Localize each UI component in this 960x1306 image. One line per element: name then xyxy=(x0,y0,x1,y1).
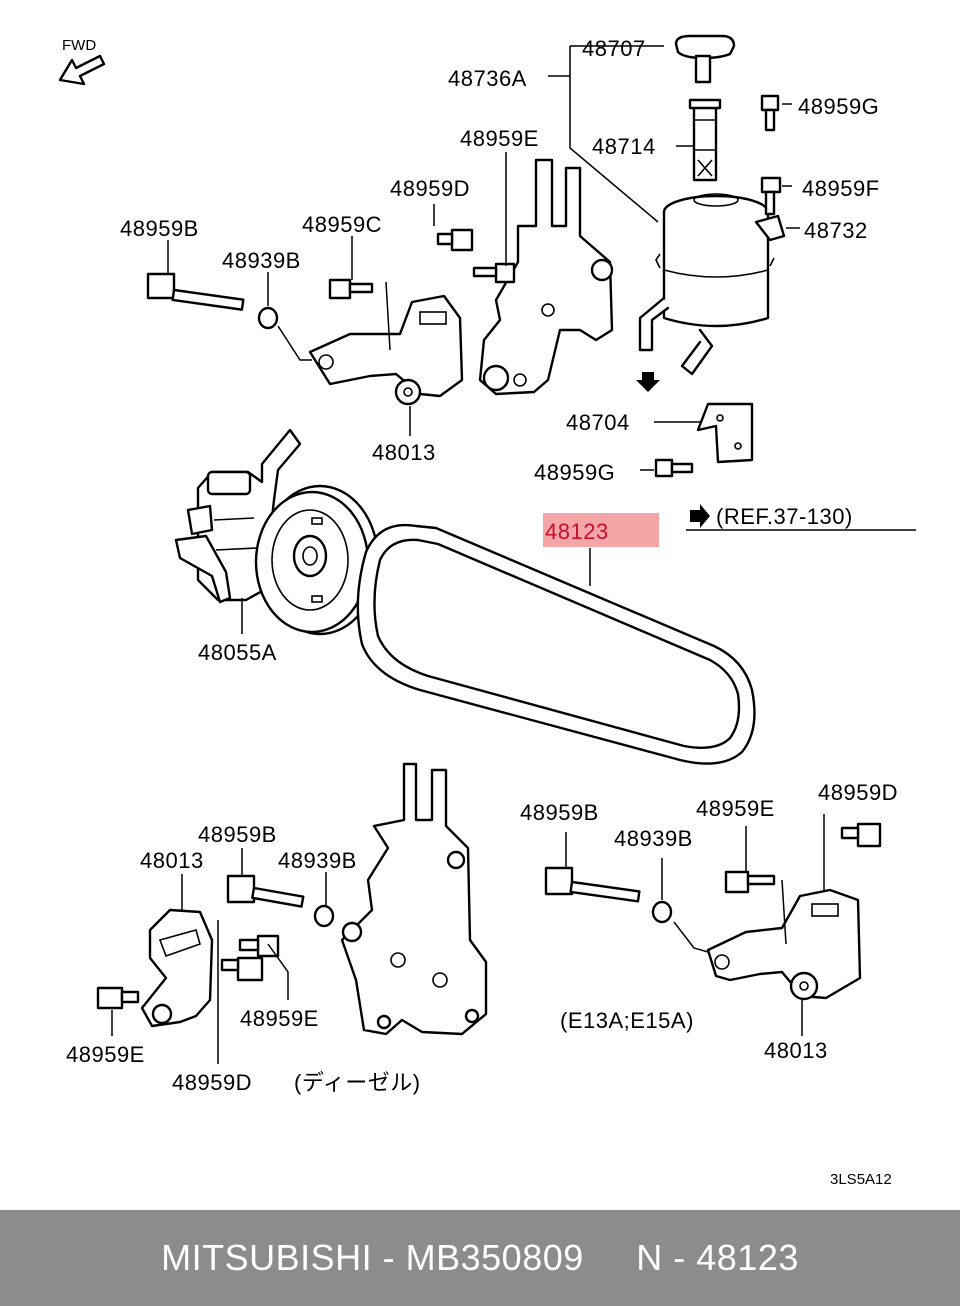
label-48704: 48704 xyxy=(566,410,630,435)
reservoir-mount-bracket-part[interactable] xyxy=(696,402,754,464)
reservoir-filter-part[interactable] xyxy=(688,98,722,182)
label-48959E-br: 48959E xyxy=(696,796,775,821)
bolt-48959E-br-part[interactable] xyxy=(724,870,776,894)
bolt-48959E-bl-right-part[interactable] xyxy=(238,934,280,958)
label-48123: 48123 xyxy=(545,519,609,544)
ref-arrow-icon xyxy=(690,504,710,528)
down-arrow-icon xyxy=(636,372,660,392)
fwd-label: FWD xyxy=(62,37,96,54)
label-48732: 48732 xyxy=(804,218,868,243)
label-48959D-br: 48959D xyxy=(818,780,898,805)
bolt-48959F-part[interactable] xyxy=(760,176,782,216)
washer-48939B-top-part[interactable] xyxy=(257,306,279,330)
label-48959E-bl-left: 48959E xyxy=(66,1042,145,1067)
bolt-48959B-top-part[interactable] xyxy=(146,272,245,311)
bolt-48959E-top-part[interactable] xyxy=(472,262,516,284)
label-48959B-bl: 48959B xyxy=(198,822,277,847)
label-48959B-br: 48959B xyxy=(520,800,599,825)
tension-bracket-top-part[interactable] xyxy=(308,294,464,406)
reservoir-bracket-part[interactable] xyxy=(754,214,786,242)
label-48939B-bl: 48939B xyxy=(278,848,357,873)
label-48939B-br: 48939B xyxy=(614,826,693,851)
label-48959F: 48959F xyxy=(802,176,880,201)
label-48013-br: 48013 xyxy=(764,1038,828,1063)
bolt-48959C-part[interactable] xyxy=(328,278,374,300)
pump-bracket-upper-part[interactable] xyxy=(478,158,614,396)
label-48736A: 48736A xyxy=(448,66,527,91)
label-48959E-bl-right: 48959E xyxy=(240,1006,319,1031)
footer-part-info: MITSUBISHI - MB350809 N - 48123 xyxy=(161,1237,799,1278)
label-48013-bl: 48013 xyxy=(140,848,204,873)
bolt-48959E-bl-mid-part[interactable] xyxy=(220,956,264,982)
label-48959B-top: 48959B xyxy=(120,216,199,241)
fwd-arrow-icon xyxy=(58,54,106,86)
label-48959D-bl: 48959D xyxy=(172,1070,252,1095)
pump-bracket-diesel-part[interactable] xyxy=(340,762,488,1036)
bolt-48959B-br-part[interactable] xyxy=(544,866,641,903)
bolt-48959G-top-part[interactable] xyxy=(760,94,780,132)
ref-text: (REF.37-130) xyxy=(716,504,853,529)
label-48714: 48714 xyxy=(592,134,656,159)
label-48959G-top: 48959G xyxy=(798,94,879,119)
bolt-48959D-top-part[interactable] xyxy=(436,228,474,252)
label-48055A: 48055A xyxy=(198,640,277,665)
label-48959E-top: 48959E xyxy=(460,126,539,151)
part-highlight-box xyxy=(543,513,659,547)
reservoir-cap-part[interactable] xyxy=(674,34,736,84)
diagram-canvas: FWD xyxy=(58,34,916,1188)
note-diesel: (ディーゼル) xyxy=(294,1070,421,1095)
bolt-48959E-bl-left-part[interactable] xyxy=(96,986,140,1010)
label-48959G-mid: 48959G xyxy=(534,460,615,485)
washer-48939B-bl-part[interactable] xyxy=(313,904,335,928)
part-number-footer: MITSUBISHI - MB350809 N - 48123 xyxy=(0,1210,960,1306)
tension-bracket-bl-part[interactable] xyxy=(140,908,214,1028)
label-48939B-top: 48939B xyxy=(222,248,301,273)
power-steering-pump-part[interactable] xyxy=(174,428,302,604)
drawing-code: 3LS5A12 xyxy=(830,1171,892,1188)
bolt-48959G-mid-part[interactable] xyxy=(654,458,694,478)
drive-belt-part[interactable] xyxy=(356,523,756,765)
bolt-48959B-bl-part[interactable] xyxy=(226,874,305,908)
label-48013-top: 48013 xyxy=(372,440,436,465)
parts-diagram: FWD xyxy=(58,34,916,1188)
pump-pulley-part[interactable] xyxy=(254,484,380,636)
label-48959C: 48959C xyxy=(302,212,382,237)
label-48707: 48707 xyxy=(582,36,646,61)
reservoir-tank-part[interactable] xyxy=(638,193,775,376)
washer-48939B-br-part[interactable] xyxy=(651,900,673,924)
label-48959D-top: 48959D xyxy=(390,176,470,201)
bolt-48959D-br-part[interactable] xyxy=(840,822,882,848)
note-engine: (E13A;E15A) xyxy=(560,1008,694,1033)
